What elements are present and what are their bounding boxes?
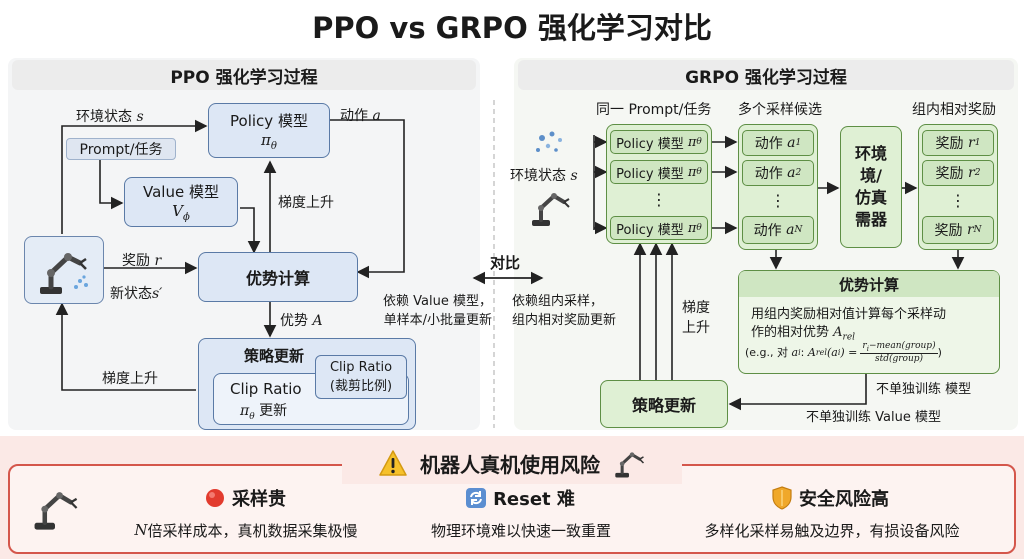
risk-item-desc: N 倍采样成本，真机数据采集极慢 xyxy=(134,521,358,540)
grpo-advantage-title: 优势计算 xyxy=(739,271,999,297)
risk-item-name: 采样贵 xyxy=(232,489,286,510)
compare-grpo-note: 依赖组内采样， 组内相对奖励更新 xyxy=(512,294,617,328)
ppo-prompt-box: Prompt/任务 xyxy=(66,138,176,160)
grpo-advantage-box: 优势计算 用组内奖励相对值计算每个采样动 作的相对优势 Arel (e.g., … xyxy=(738,270,1000,374)
ppo-panel-header: PPO 强化学习过程 xyxy=(12,60,476,90)
grpo-no-train-note-1: 不单独训练 模型 xyxy=(876,382,972,397)
compare-label: 对比 xyxy=(490,254,521,272)
robot-arm-icon xyxy=(615,452,645,478)
ppo-clip-ratio-text: Clip Ratio xyxy=(230,380,302,398)
particles-icon xyxy=(536,131,562,152)
grpo-advantage-desc-1: 用组内奖励相对值计算每个采样动 xyxy=(751,307,947,322)
risk-item-name: 安全风险高 xyxy=(799,489,889,510)
risk-item-reset: Reset 难 xyxy=(410,484,630,512)
risk-title-bar: 机器人真机使用风险 xyxy=(342,442,682,484)
grpo-policy-ellipsis: ⋮ xyxy=(651,189,667,209)
ppo-policy-label: Policy 模型 xyxy=(230,111,308,130)
ppo-clip-ratio-front-1: Clip Ratio xyxy=(329,360,393,375)
ppo-robot-env-box xyxy=(24,236,104,304)
ppo-gradient-up-label: 梯度上升 xyxy=(278,195,334,211)
grpo-reward-ellipsis: ⋮ xyxy=(950,190,966,210)
ppo-clip-ratio-front-2: (裁剪比例) xyxy=(329,379,393,394)
risk-item-name: Reset 难 xyxy=(493,489,575,510)
grpo-env-state-label: 环境状态 s xyxy=(510,168,578,184)
grpo-advantage-desc-2: 作的相对优势 Arel xyxy=(751,325,856,343)
grpo-same-prompt-label: 同一 Prompt/任务 xyxy=(596,102,712,118)
grpo-panel-header: GRPO 强化学习过程 xyxy=(518,60,1014,90)
ppo-clip-update-text: πθ 更新 xyxy=(240,403,288,422)
grpo-no-train-note-2: 不单独训练 Value 模型 xyxy=(806,410,941,425)
robot-arm-icon xyxy=(40,253,88,294)
ppo-reward-label: 奖励 r xyxy=(122,253,162,269)
red-circle-icon xyxy=(206,489,224,507)
ppo-gradient-up-bottom-label: 梯度上升 xyxy=(102,371,158,387)
ppo-action-label: 动作 a xyxy=(340,108,381,124)
compare-ppo-note: 依赖 Value 模型， 单样本/小批量更新 xyxy=(383,294,492,328)
risk-title: 机器人真机使用风险 xyxy=(420,452,600,477)
risk-item-desc: 物理环境难以快速一致重置 xyxy=(430,521,611,540)
robot-arm-icon xyxy=(532,193,570,226)
ppo-advantage-a-label: 优势 A xyxy=(280,313,323,329)
grpo-multi-sample-label: 多个采样候选 xyxy=(738,102,822,118)
risk-item-safety: 安全风险高 xyxy=(680,484,980,512)
ppo-value-label: Value 模型 xyxy=(143,183,219,201)
shield-icon xyxy=(772,486,792,510)
ppo-policy-update-title: 策略更新 xyxy=(243,346,304,365)
page-title: PPO vs GRPO 强化学习对比 xyxy=(312,11,712,45)
ppo-policy-update-box: 策略更新 Clip Ratio πθ 更新 Clip Ratio (裁剪比例) xyxy=(198,338,416,430)
grpo-action-ellipsis: ⋮ xyxy=(770,190,786,210)
ppo-new-state-label: 新状态s′ xyxy=(110,286,163,302)
grpo-env-sim-box: 环境 境/ 仿真 需器 xyxy=(840,126,902,248)
ppo-policy-symbol: πθ xyxy=(261,130,277,152)
grpo-gradient-up-label: 梯度 上升 xyxy=(682,300,710,336)
ppo-advantage-box: 优势计算 xyxy=(198,252,358,302)
grpo-group-reward-label: 组内相对奖励 xyxy=(912,102,996,118)
ppo-clip-ratio-front: Clip Ratio (裁剪比例) xyxy=(315,355,407,399)
warning-icon xyxy=(379,450,407,476)
ppo-policy-model-box: Policy 模型 πθ xyxy=(208,103,330,158)
ppo-value-model-box: Value 模型 Vϕ xyxy=(124,177,238,227)
ppo-value-symbol: Vϕ xyxy=(172,202,190,223)
reset-icon xyxy=(466,488,487,508)
risk-item-desc: 多样化采样易触及边界，有损设备风险 xyxy=(704,521,960,540)
risk-item-sampling-cost: 采样贵 xyxy=(100,484,390,512)
grpo-policy-update-box: 策略更新 xyxy=(600,380,728,428)
ppo-env-state-label: 环境状态 s xyxy=(76,109,144,125)
robot-arm-icon xyxy=(34,492,78,530)
